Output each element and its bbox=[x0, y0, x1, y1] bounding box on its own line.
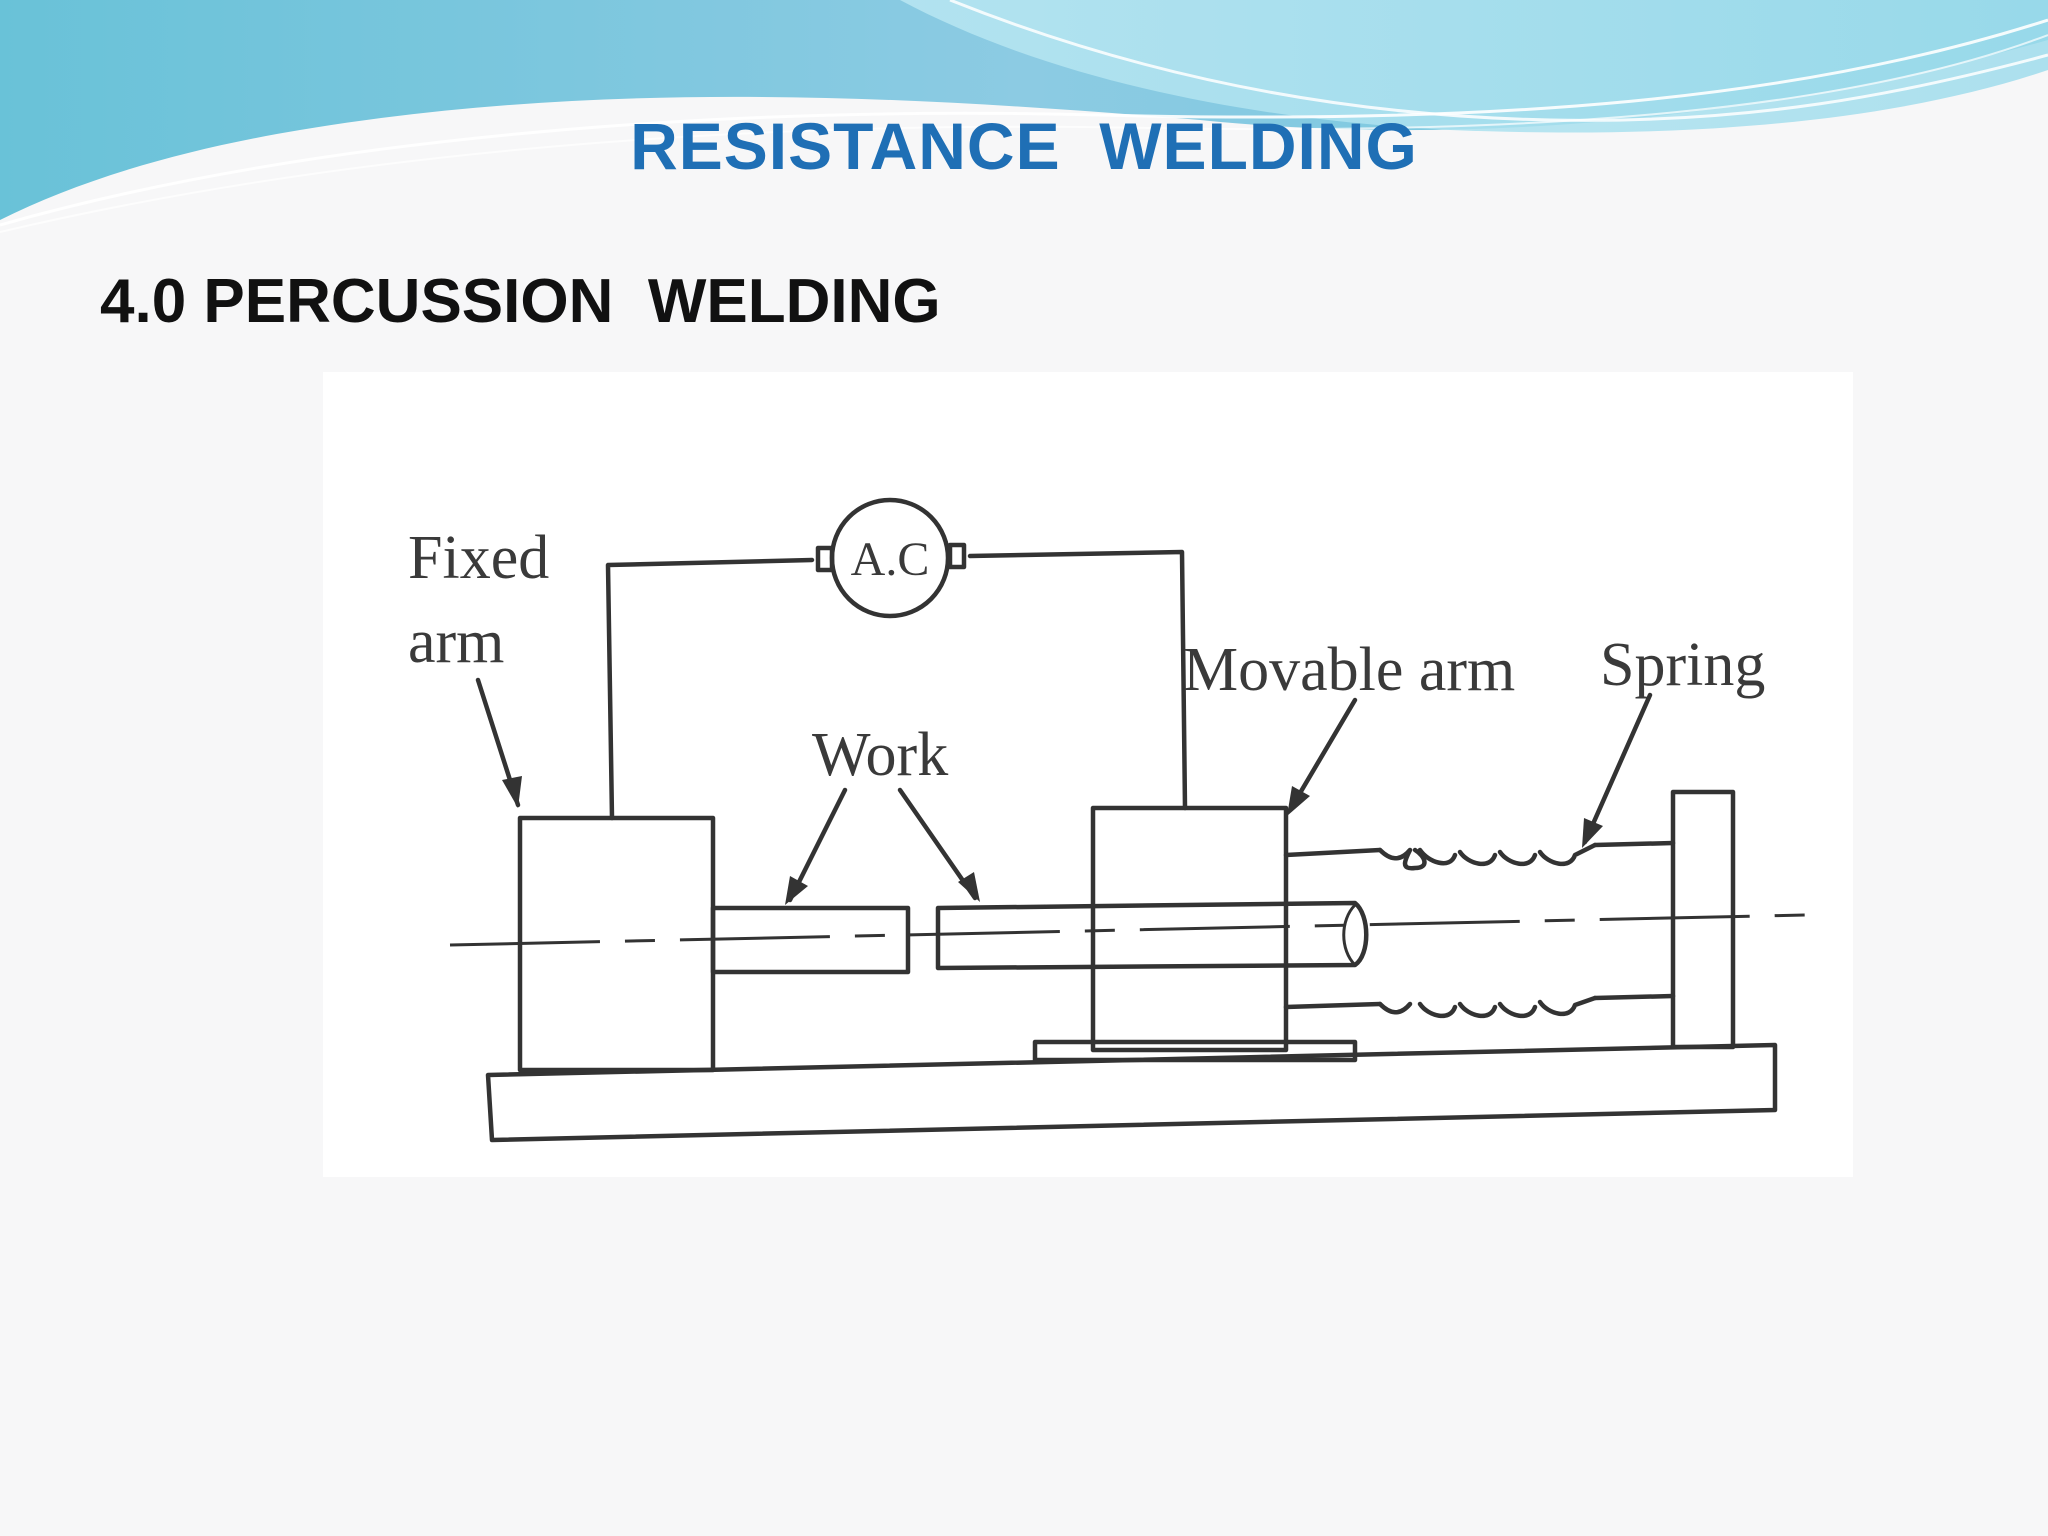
ac-terminal-left bbox=[815, 545, 835, 573]
spring-rod-lower bbox=[1283, 993, 1676, 1010]
work-label: Work bbox=[812, 721, 948, 789]
slide-title: RESISTANCE WELDING bbox=[630, 109, 1418, 183]
spring-lower bbox=[1377, 995, 1598, 1019]
ac-source-label: A.C bbox=[851, 533, 930, 586]
movable-arm-block bbox=[1090, 805, 1289, 1053]
leader-spring bbox=[1582, 692, 1653, 845]
arrow-movable-arm bbox=[1287, 786, 1310, 816]
rear-stop-block bbox=[1670, 789, 1736, 1050]
center-line bbox=[449, 913, 1806, 947]
spring-rod-upper bbox=[1283, 840, 1676, 858]
header-wave-decoration bbox=[0, 0, 2048, 233]
circuit-wire-left bbox=[605, 557, 815, 821]
slider-plate bbox=[1032, 1039, 1358, 1063]
fixed-arm-label-line2: arm bbox=[408, 608, 504, 676]
arrow-spring bbox=[1582, 818, 1603, 848]
ac-terminal-right bbox=[947, 542, 967, 570]
spring-label: Spring bbox=[1600, 631, 1765, 699]
base-plate bbox=[485, 1042, 1778, 1143]
fixed-arm-label-line1: Fixed bbox=[408, 524, 549, 592]
movable-arm-label: Movable arm bbox=[1183, 636, 1515, 704]
rod-end-break bbox=[1342, 903, 1357, 967]
section-heading: 4.0 PERCUSSION WELDING bbox=[100, 267, 941, 336]
arrow-work-right bbox=[958, 872, 980, 902]
spring-upper bbox=[1377, 842, 1598, 871]
arrow-work-left bbox=[785, 876, 808, 905]
circuit-wire-right bbox=[967, 549, 1188, 811]
work-piece-right bbox=[935, 900, 1369, 971]
arrow-fixed-arm bbox=[502, 776, 522, 808]
